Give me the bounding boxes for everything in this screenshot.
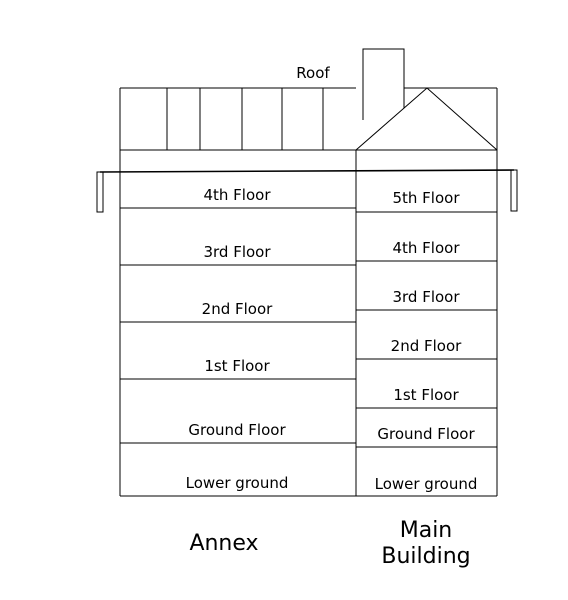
- annex-body: [119, 150, 357, 497]
- main-floor-labels: 5th Floor 4th Floor 3rd Floor 2nd Floor …: [375, 189, 478, 493]
- main-floor-label-4th: 4th Floor: [392, 239, 460, 257]
- annex-floor-label-1st: 1st Floor: [204, 357, 270, 375]
- annex-name: Annex: [189, 531, 258, 556]
- main-floor-label-5th: 5th Floor: [392, 189, 460, 207]
- annex-floor-label-ground: Ground Floor: [188, 421, 286, 439]
- main-floor-label-3rd: 3rd Floor: [392, 288, 460, 306]
- main-floor-label-lower-ground: Lower ground: [375, 475, 478, 493]
- main-floor-label-ground: Ground Floor: [377, 425, 475, 443]
- cross-section-line: [96, 169, 518, 213]
- main-building-body: [356, 150, 498, 497]
- annex-floor-label-4th: 4th Floor: [203, 186, 271, 204]
- annex-floor-label-2nd: 2nd Floor: [202, 300, 273, 318]
- main-floor-label-1st: 1st Floor: [393, 386, 459, 404]
- annex-floor-label-3rd: 3rd Floor: [203, 243, 271, 261]
- main-building-name-line2: Building: [381, 544, 470, 569]
- annex-roof: [119, 87, 356, 151]
- main-building-name-line1: Main: [400, 518, 453, 543]
- annex-floor-label-lower-ground: Lower ground: [186, 474, 289, 492]
- main-floor-label-2nd: 2nd Floor: [391, 337, 462, 355]
- chimney: [362, 48, 405, 120]
- annex-floor-labels: 4th Floor 3rd Floor 2nd Floor 1st Floor …: [186, 186, 289, 492]
- roof-label: Roof: [296, 64, 330, 82]
- main-roof: [355, 87, 498, 151]
